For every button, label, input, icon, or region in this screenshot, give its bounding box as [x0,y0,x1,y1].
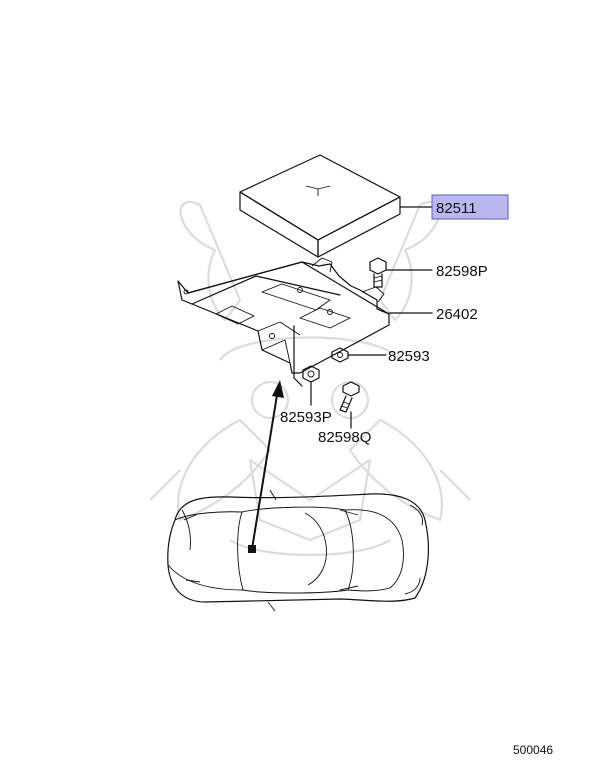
highlight-box [431,194,509,220]
part-label-26402[interactable]: 26402 [436,306,478,323]
bolt-82598q[interactable] [339,381,360,413]
part-label-82598p[interactable]: 82598P [436,263,488,280]
leader-lines [293,206,433,429]
figure-id: 500046 [513,743,553,757]
part-label-82598q[interactable]: 82598Q [318,429,371,446]
nut-82593[interactable] [331,347,349,363]
location-arrow [251,380,284,550]
vehicle-top-view [167,489,429,612]
part-label-82511[interactable]: 82511 [436,200,477,217]
nut-82593p[interactable] [302,365,320,383]
bolt-82598p[interactable] [369,257,387,288]
mounting-bracket[interactable] [177,257,390,374]
part-label-82593[interactable]: 82593 [388,348,430,365]
part-label-82593p[interactable]: 82593P [280,409,332,426]
control-unit-box[interactable] [239,154,401,258]
watermark-emblem [149,200,471,557]
